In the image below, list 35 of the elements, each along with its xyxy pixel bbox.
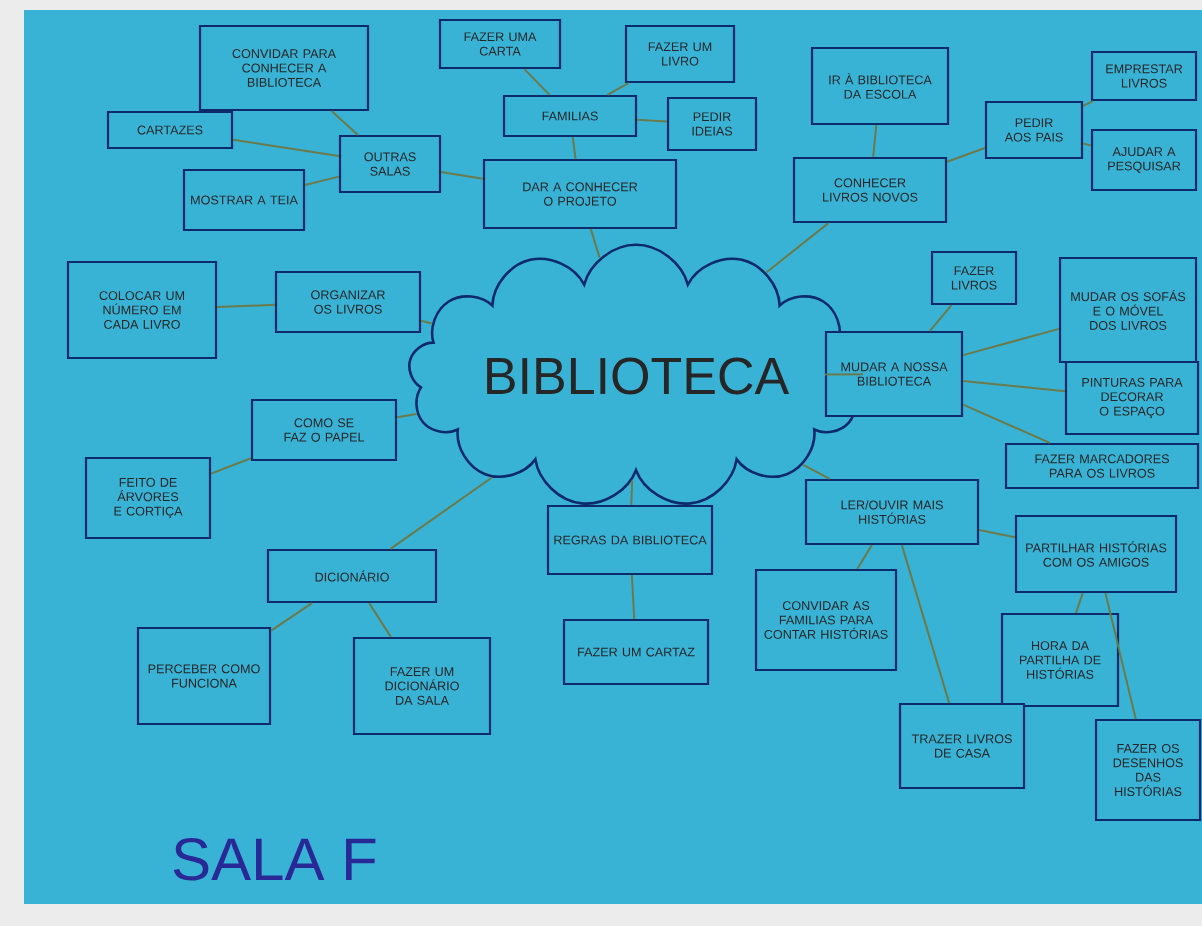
connector-line <box>571 136 577 160</box>
connector-line <box>210 457 252 475</box>
connector-line <box>1082 142 1092 147</box>
connector-line <box>368 602 392 638</box>
connector-line <box>523 68 551 96</box>
connector-line <box>440 171 484 180</box>
connector-line <box>630 574 636 620</box>
connector-line <box>765 222 830 274</box>
connector-line <box>900 544 951 704</box>
connector-line <box>1082 100 1094 107</box>
connector-line <box>946 146 986 163</box>
connector-line <box>823 373 864 376</box>
connector-line <box>606 82 630 96</box>
connector-line <box>232 138 340 158</box>
connector-line <box>802 463 831 480</box>
connector-line <box>589 228 601 259</box>
title: SALA F <box>173 838 376 881</box>
connector-line <box>630 479 634 506</box>
connector-line <box>1075 592 1084 614</box>
connector-line <box>330 110 359 136</box>
connector-line <box>216 303 276 309</box>
connector-line <box>962 327 1060 357</box>
connector-line <box>396 412 418 419</box>
connector-line <box>928 304 953 332</box>
connector-line <box>636 118 668 123</box>
connector-line <box>872 124 878 158</box>
connector-line <box>978 528 1016 539</box>
connector-line <box>1104 592 1137 720</box>
connector-line <box>420 319 433 325</box>
connector-line <box>389 476 493 550</box>
connector-line <box>270 602 313 632</box>
connector-line <box>304 175 340 186</box>
connector-line <box>856 544 873 570</box>
connector-line <box>962 403 1051 444</box>
connector-line <box>962 379 1066 393</box>
